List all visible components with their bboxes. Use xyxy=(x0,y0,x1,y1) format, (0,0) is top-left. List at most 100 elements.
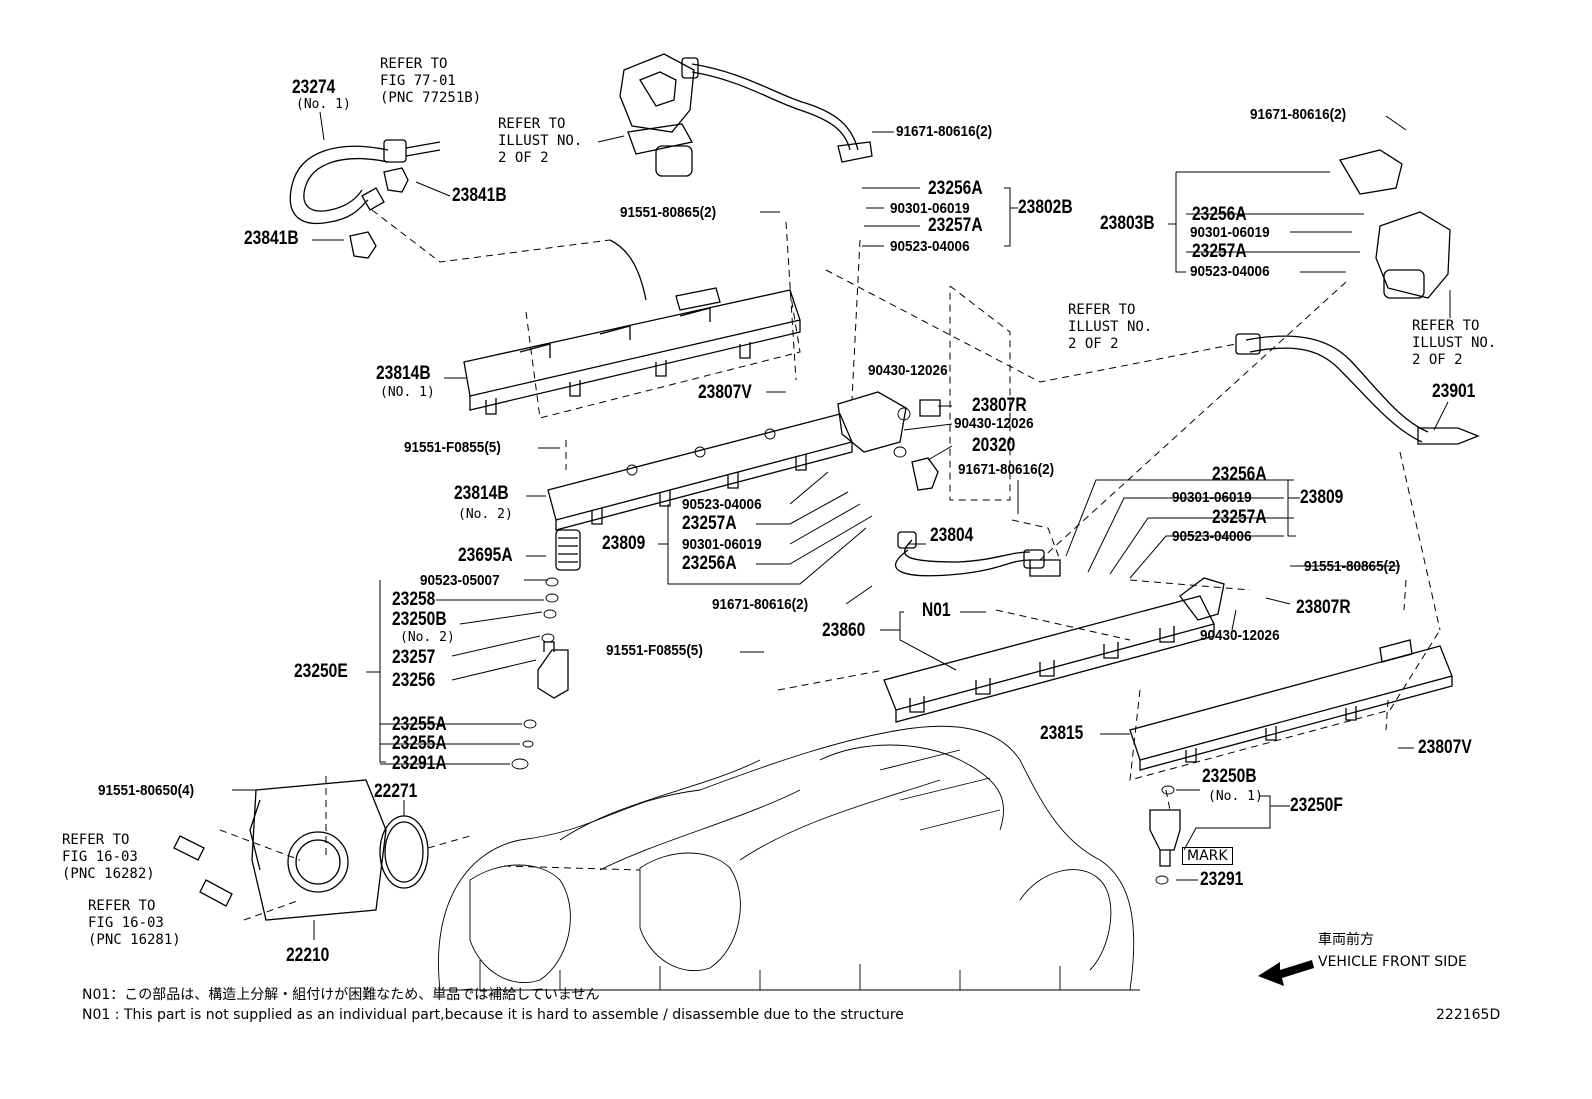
part-label-23257a-3: 23257A xyxy=(1212,507,1267,528)
part-label-90301-06019-4: 90301-06019 xyxy=(682,536,762,553)
part-label-20320: 20320 xyxy=(972,435,1016,456)
reference-illust-2-right: REFER TO ILLUST NO. 2 OF 2 xyxy=(1412,318,1497,368)
mark-indicator: MARK xyxy=(1182,847,1233,865)
part-label-91671-80616-top: 91671-80616(2) xyxy=(896,123,993,140)
part-label-23807v-1: 23807V xyxy=(698,382,752,403)
part-label-91551-f0855-a: 91551-F0855(5) xyxy=(404,439,501,456)
part-label-90430-12026-b: 90430-12026 xyxy=(954,415,1034,432)
part-label-90523-04006-3: 90523-04006 xyxy=(1172,528,1252,545)
part-label-23256: 23256 xyxy=(392,670,436,691)
part-label-23695a: 23695A xyxy=(458,545,513,566)
fuel-hose-23274 xyxy=(289,139,441,224)
part-label-23257: 23257 xyxy=(392,647,436,668)
throttle-body-22210 xyxy=(249,779,387,921)
part-label-23809-right: 23809 xyxy=(1300,487,1344,508)
reference-illust-2-upper: REFER TO ILLUST NO. 2 OF 2 xyxy=(498,116,583,166)
part-sublabel-no1-injector: (No. 1) xyxy=(1208,789,1263,804)
fuel-pump-right xyxy=(1338,149,1451,299)
part-label-90301-06019-1: 90301-06019 xyxy=(890,200,970,217)
part-label-90430-12026-c: 90430-12026 xyxy=(1200,627,1280,644)
part-label-23274: 23274 xyxy=(292,77,336,98)
vehicle-front-label-en: VEHICLE FRONT SIDE xyxy=(1318,954,1467,970)
part-label-23257a-2: 23257A xyxy=(1192,241,1247,262)
part-label-90301-06019-3: 90301-06019 xyxy=(1172,489,1252,506)
fuel-pump-top xyxy=(619,53,873,177)
intake-manifold xyxy=(438,725,1140,991)
part-label-23256a-3: 23256A xyxy=(1212,464,1267,485)
part-label-23841b-lower: 23841B xyxy=(244,228,299,249)
part-label-23860: 23860 xyxy=(822,620,866,641)
reference-illust-2-middle: REFER TO ILLUST NO. 2 OF 2 xyxy=(1068,302,1153,352)
footnote-n01-en: N01 : This part is not supplied as an in… xyxy=(82,1007,904,1023)
part-label-23814b-no1: 23814B xyxy=(376,363,431,384)
part-label-23804: 23804 xyxy=(930,525,974,546)
dashed-guides xyxy=(219,209,1441,921)
part-label-23815: 23815 xyxy=(1040,723,1084,744)
fuel-rail-23814b-no2 xyxy=(547,391,907,531)
part-label-91551-80650: 91551-80650(4) xyxy=(98,782,195,799)
part-label-90430-12026-a: 90430-12026 xyxy=(868,362,948,379)
part-label-n01: N01 xyxy=(922,600,951,621)
part-label-90523-05007: 90523-05007 xyxy=(420,572,500,589)
part-sublabel-no2-injector: (No. 2) xyxy=(400,630,455,645)
part-label-22210: 22210 xyxy=(286,945,330,966)
fuel-pipe-23804 xyxy=(894,531,1061,577)
part-label-91551-f0855-b: 91551-F0855(5) xyxy=(606,642,703,659)
part-label-23901: 23901 xyxy=(1432,381,1476,402)
fuel-pipe-23901 xyxy=(1235,333,1480,445)
part-label-23807r-2: 23807R xyxy=(1296,597,1351,618)
part-label-23257a-1: 23257A xyxy=(928,215,983,236)
leader-lines xyxy=(232,111,1451,940)
injector-23250f xyxy=(1149,785,1181,885)
vehicle-front-label-jp: 車両前方 xyxy=(1318,932,1374,948)
fuel-rail-23814b-no1 xyxy=(463,239,801,415)
part-label-90523-04006-2: 90523-04006 xyxy=(1190,263,1270,280)
part-label-22271: 22271 xyxy=(374,781,418,802)
part-label-23257a-4: 23257A xyxy=(682,513,737,534)
part-label-23802b: 23802B xyxy=(1018,197,1073,218)
part-label-23256a-4: 23256A xyxy=(682,553,737,574)
part-label-90523-04006-4: 90523-04006 xyxy=(682,496,762,513)
reference-fig-77-01: REFER TO FIG 77-01 (PNC 77251B) xyxy=(380,56,482,106)
part-label-91551-80865-b: 91551-80865(2) xyxy=(1304,558,1401,575)
part-label-23250b-no2: 23250B xyxy=(392,609,447,630)
part-label-23291: 23291 xyxy=(1200,869,1244,890)
part-label-23256a-1: 23256A xyxy=(928,178,983,199)
part-label-23807r-1: 23807R xyxy=(972,395,1027,416)
hose-clip-23841b-upper xyxy=(383,167,409,193)
part-label-91671-80616-mid: 91671-80616(2) xyxy=(958,461,1055,478)
reference-fig-16-03-pnc16281: REFER TO FIG 16-03 (PNC 16281) xyxy=(88,898,181,948)
hoses-16-03 xyxy=(173,835,233,907)
part-label-23250e: 23250E xyxy=(294,661,348,682)
part-sublabel-no2-rail: (No. 2) xyxy=(458,507,513,522)
part-sublabel-no1: (No. 1) xyxy=(296,97,351,112)
part-label-23814b-no2: 23814B xyxy=(454,483,509,504)
part-label-90523-04006-1: 90523-04006 xyxy=(890,238,970,255)
part-label-23841b-upper: 23841B xyxy=(452,185,507,206)
part-label-23255a-1: 23255A xyxy=(392,714,447,735)
part-label-23803b: 23803B xyxy=(1100,213,1155,234)
part-label-23809-left: 23809 xyxy=(602,533,646,554)
part-label-91671-80616-right: 91671-80616(2) xyxy=(1250,106,1347,123)
part-label-23250b-no1: 23250B xyxy=(1202,766,1257,787)
part-sublabel-no1-rail: (NO. 1) xyxy=(380,385,435,400)
fuel-rail-23860 xyxy=(883,577,1225,723)
hose-clip-23841b-lower xyxy=(349,231,377,259)
gasket-22271 xyxy=(379,815,429,889)
part-label-23250f: 23250F xyxy=(1290,795,1343,816)
part-label-91671-80616-low: 91671-80616(2) xyxy=(712,596,809,613)
part-label-91551-80865-a: 91551-80865(2) xyxy=(620,204,717,221)
fuel-rail-23815 xyxy=(1129,639,1453,771)
part-label-23255a-2: 23255A xyxy=(392,733,447,754)
diagram-code: 222165D xyxy=(1436,1007,1501,1023)
part-label-90301-06019-2: 90301-06019 xyxy=(1190,224,1270,241)
footnote-n01-jp: N01：この部品は、構造上分解・組付けが困難なため、単品では補給していません xyxy=(82,987,600,1003)
pressure-sensor-20320 xyxy=(893,399,941,491)
part-label-23807v-2: 23807V xyxy=(1418,737,1472,758)
part-label-23258: 23258 xyxy=(392,589,436,610)
part-label-23291a: 23291A xyxy=(392,753,447,774)
injector-23250e xyxy=(511,529,581,770)
reference-fig-16-03-pnc16282: REFER TO FIG 16-03 (PNC 16282) xyxy=(62,832,155,882)
vehicle-front-arrow xyxy=(1258,960,1314,986)
